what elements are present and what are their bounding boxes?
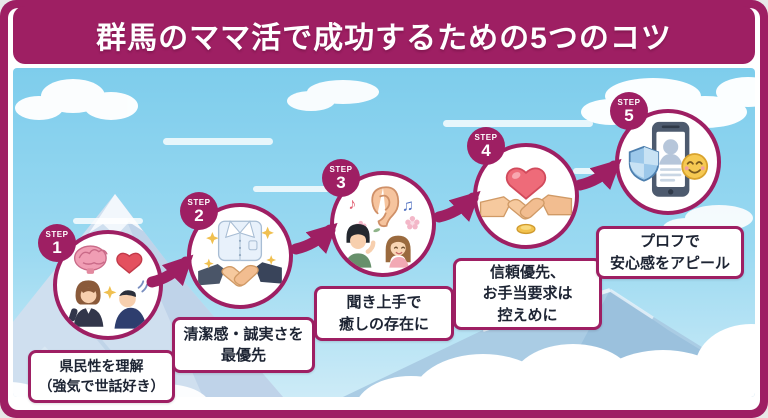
step-3-badge-label: STEP: [329, 165, 353, 174]
step-4-label: 信頼優先、 お手当要求は 控えめに: [453, 258, 602, 330]
step-5-label-line-2: 安心感をアピール: [609, 254, 730, 272]
step-2-label: 清潔感・誠実さを 最優先: [172, 317, 315, 373]
music-note-icon: ♪ ♫: [348, 195, 413, 215]
step-4-badge-label: STEP: [474, 133, 498, 142]
step-3-label-line-1: 聞き上手で: [346, 294, 422, 312]
step-4-badge: STEP 4: [467, 127, 505, 165]
step-2-number: 2: [194, 206, 204, 225]
heart-highlight: [511, 172, 521, 179]
header-banner: 群馬のママ活で成功するための5つのコツ: [13, 6, 755, 64]
step-1-label-line-1: 県民性を理解: [59, 357, 144, 374]
step-5-badge: STEP 5: [610, 92, 648, 130]
step-4-label-line-3: 控えめに: [497, 306, 558, 324]
shield-icon: [628, 145, 660, 182]
page-title: 群馬のママ活で成功するための5つのコツ: [96, 22, 672, 55]
step-3-label: 聞き上手で 癒しの存在に: [314, 286, 454, 341]
svg-text:♫: ♫: [402, 197, 414, 215]
sparkle-icon: [718, 358, 740, 380]
step-2-label-line-2: 最優先: [220, 347, 266, 364]
step-1-label: 県民性を理解 （強気で世話好き）: [28, 350, 175, 403]
listening-man-icon: [344, 224, 376, 268]
step-1-number: 1: [52, 238, 62, 257]
ear-icon: [371, 186, 400, 228]
coin-icon: [516, 223, 536, 235]
step-4-circle: [473, 143, 579, 249]
smartphone-profile-icon: [651, 121, 690, 197]
smiley-icon: [681, 153, 709, 180]
bowing-man-icon: [114, 280, 148, 329]
step-5-badge-label: STEP: [617, 98, 641, 107]
step-4-label-line-2: お手当要求は: [482, 285, 573, 303]
smiling-woman-icon: [385, 235, 411, 268]
step-2-label-line-1: 清潔感・誠実さを: [183, 325, 304, 343]
step-2-badge: STEP 2: [180, 192, 218, 230]
step-5-label-line-1: プロフで: [639, 233, 700, 251]
brain-icon: [73, 245, 108, 274]
step-4-label-line-1: 信頼優先、: [489, 264, 565, 282]
step-1-label-line-2: （強気で世話好き）: [38, 377, 165, 394]
handshake-icon: [479, 194, 573, 220]
step-1-circle: [53, 230, 163, 340]
heart-icon: [116, 252, 143, 274]
sparkle-icon: [203, 226, 277, 269]
svg-text:♪: ♪: [348, 195, 356, 213]
clean-shirt-icon: [217, 220, 263, 262]
step-1-badge-label: STEP: [45, 230, 69, 239]
sparkle-icon: [103, 285, 117, 299]
step-5-label: プロフで 安心感をアピール: [596, 226, 744, 279]
heart-icon: [505, 167, 547, 200]
step-5-number: 5: [624, 106, 634, 125]
handshake-icon: [198, 262, 282, 287]
businesswoman-icon: [68, 280, 104, 327]
step-1-badge: STEP 1: [38, 224, 76, 262]
step-3-label-line-2: 癒しの存在に: [338, 315, 429, 333]
step-4-number: 4: [481, 141, 491, 160]
step-2-badge-label: STEP: [187, 198, 211, 207]
step-3-badge: STEP 3: [322, 159, 360, 197]
step-3-number: 3: [336, 173, 346, 192]
